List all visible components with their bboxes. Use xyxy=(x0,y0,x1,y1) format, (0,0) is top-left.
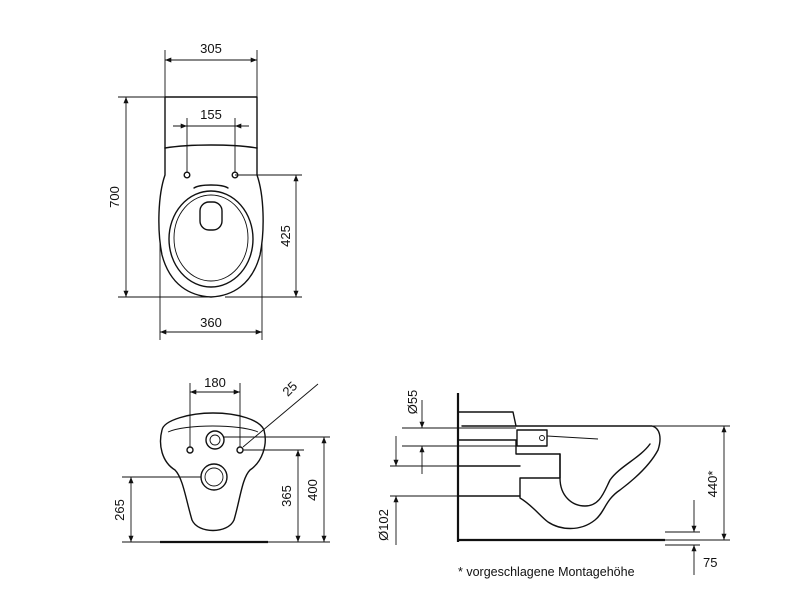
dim-400: 400 xyxy=(305,479,320,501)
front-view: 180 25 265 365 400 xyxy=(112,375,330,544)
top-view-hinge-hole-left xyxy=(183,171,191,179)
front-view-inlet xyxy=(205,430,225,450)
footnote-mounting-height: * vorgeschlagene Montagehöhe xyxy=(458,565,635,579)
side-view-body-outline xyxy=(457,411,661,530)
side-view-outlet-pipe xyxy=(457,465,521,497)
top-view: 305 155 700 425 360 xyxy=(107,41,302,340)
top-view-flush-inlet xyxy=(193,184,229,189)
top-view-backplate xyxy=(164,96,258,149)
dim-365: 365 xyxy=(279,485,294,507)
dim-360: 360 xyxy=(200,315,222,330)
dim-700: 700 xyxy=(107,186,122,208)
top-view-bowl-outline xyxy=(158,147,264,298)
top-view-bowl-inner xyxy=(173,194,249,282)
dim-25: 25 xyxy=(279,378,300,399)
dim-o55: Ø55 xyxy=(405,390,420,415)
dim-o102: Ø102 xyxy=(376,509,391,541)
dim-180: 180 xyxy=(204,375,226,390)
front-view-body-outline xyxy=(159,412,266,532)
side-view: Ø55 Ø102 440* 75 * vorgeschlagene Montag… xyxy=(376,390,730,579)
dim-305: 305 xyxy=(200,41,222,56)
dim-425: 425 xyxy=(278,225,293,247)
side-view-trap xyxy=(559,443,651,507)
top-view-bowl-opening xyxy=(168,190,254,288)
side-view-inlet-connector xyxy=(516,429,548,447)
top-view-drain xyxy=(199,201,223,231)
dim-155: 155 xyxy=(200,107,222,122)
front-view-bolt-hole-right xyxy=(236,446,244,454)
dim-265: 265 xyxy=(112,499,127,521)
dim-75: 75 xyxy=(703,555,717,570)
front-view-bolt-hole-left xyxy=(186,446,194,454)
top-view-rim-line xyxy=(164,144,258,149)
dim-440: 440* xyxy=(705,471,720,498)
